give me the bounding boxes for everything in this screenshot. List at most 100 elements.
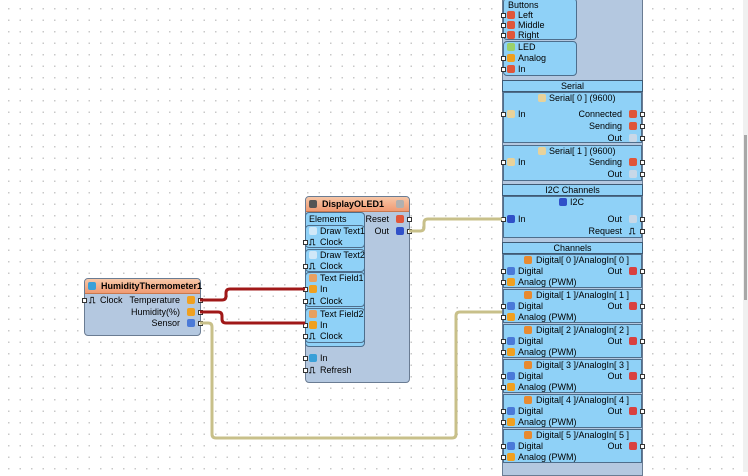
clock-in-pin[interactable]	[82, 298, 87, 303]
channel-input-analog: Analog (PWM)	[518, 312, 577, 322]
output-temperature: Temperature	[129, 295, 180, 305]
channel-input-pin[interactable]	[501, 339, 506, 344]
channel-input-pin[interactable]	[501, 420, 506, 425]
wire-temperature[interactable]	[200, 287, 305, 302]
channel-input-digital: Digital	[518, 336, 544, 346]
pin-icon	[629, 110, 637, 118]
channel-out-pin[interactable]	[640, 444, 645, 449]
channel-out-pin[interactable]	[640, 339, 645, 344]
channel-out-pin[interactable]	[640, 304, 645, 309]
channel-input-pin[interactable]	[501, 315, 506, 320]
led-pin-label: In	[518, 64, 526, 74]
i2c-out-pin[interactable]	[640, 217, 645, 222]
button-left: Left	[518, 10, 534, 20]
analog-icon	[507, 278, 515, 286]
humidity-thermometer-component[interactable]: HumidityThermometer1	[84, 278, 202, 336]
i2c-header: I2C Channels	[502, 184, 643, 196]
button-pin[interactable]	[501, 23, 506, 28]
button-pin[interactable]	[501, 33, 506, 38]
vertical-scrollbar[interactable]	[743, 0, 748, 472]
element-title: Draw Text1	[320, 226, 365, 236]
serial-out-pin[interactable]	[640, 160, 645, 165]
channel-out-pin[interactable]	[640, 409, 645, 414]
channel-input-pin[interactable]	[501, 269, 506, 274]
element-pin[interactable]	[303, 240, 308, 245]
serial-in-pin[interactable]	[501, 112, 506, 117]
analog-icon	[309, 285, 317, 293]
channel-out-pin[interactable]	[640, 269, 645, 274]
clock-icon: ⎍	[309, 365, 316, 375]
element-0[interactable]	[305, 225, 365, 248]
tools-icon	[396, 200, 404, 208]
channel-input-digital: Digital	[518, 441, 544, 451]
wire-i2c[interactable]	[409, 217, 502, 233]
channel-icon	[524, 431, 532, 439]
element-pin-clock: Clock	[320, 260, 343, 271]
element-pin[interactable]	[303, 334, 308, 339]
serial-icon	[538, 147, 546, 155]
wire-sensor[interactable]	[200, 310, 502, 440]
channel-title: Digital[ 4 ]/AnalogIn[ 4 ]	[536, 395, 630, 405]
text-field-icon	[309, 309, 317, 318]
i2c-title: I2C	[570, 197, 585, 207]
i2c-out-pin[interactable]	[640, 229, 645, 234]
channel-title: Digital[ 5 ]/AnalogIn[ 5 ]	[536, 430, 630, 440]
clock-icon: ⎍	[309, 331, 316, 341]
out-icon	[629, 442, 637, 450]
digital-icon	[507, 372, 515, 380]
clock-icon: ⎍	[309, 260, 316, 271]
digital-icon	[507, 337, 515, 345]
serial-icon	[507, 158, 515, 166]
oled-in-pin[interactable]	[303, 356, 308, 361]
channel-input-pin[interactable]	[501, 385, 506, 390]
channel-input-pin[interactable]	[501, 280, 506, 285]
element-title: Text Field2	[320, 308, 364, 319]
led-pin[interactable]	[501, 56, 506, 61]
pin-icon	[396, 227, 404, 235]
oled-input-refresh: Refresh	[320, 365, 352, 375]
channel-input-pin[interactable]	[501, 409, 506, 414]
element-1[interactable]	[305, 248, 365, 272]
digital-icon	[507, 11, 515, 19]
serial-header: Serial	[502, 80, 643, 92]
button-middle: Middle	[518, 20, 545, 30]
text-icon	[309, 227, 317, 235]
serial-out-pin[interactable]	[640, 112, 645, 117]
button-pin[interactable]	[501, 13, 506, 18]
i2c-output-out: Out	[607, 214, 622, 224]
channel-input-pin[interactable]	[501, 350, 506, 355]
element-pin[interactable]	[303, 322, 308, 328]
output-humidity: Humidity(%)	[130, 306, 180, 317]
serial-out-pin[interactable]	[640, 124, 645, 129]
oled-in-pin[interactable]	[303, 368, 308, 373]
channel-icon	[524, 326, 532, 334]
element-pin[interactable]	[303, 263, 308, 269]
display-icon	[309, 200, 317, 208]
serial-out-pin[interactable]	[640, 136, 645, 141]
channel-title: Digital[ 3 ]/AnalogIn[ 3 ]	[536, 360, 630, 370]
wire-humidity[interactable]	[200, 310, 305, 325]
channel-out-pin[interactable]	[640, 374, 645, 379]
scrollbar-thumb[interactable]	[744, 135, 747, 300]
pin-icon	[629, 122, 637, 130]
channel-title: Digital[ 2 ]/AnalogIn[ 2 ]	[536, 325, 630, 335]
channel-input-digital: Digital	[518, 371, 544, 381]
element-pin-in: In	[320, 319, 328, 330]
led-pin[interactable]	[501, 67, 506, 72]
channel-output: Out	[607, 406, 622, 416]
channel-input-pin[interactable]	[501, 455, 506, 460]
serial-in-pin[interactable]	[501, 160, 506, 165]
element-pin[interactable]	[303, 298, 308, 304]
oled-out-pin[interactable]	[407, 217, 412, 222]
channel-input-pin[interactable]	[501, 444, 506, 449]
element-pin-clock: Clock	[320, 237, 343, 247]
serial-out-pin[interactable]	[640, 172, 645, 177]
element-title: Text Field1	[320, 273, 364, 283]
pin-icon	[396, 215, 404, 223]
channel-input-pin[interactable]	[501, 374, 506, 379]
analog-icon	[507, 383, 515, 391]
channel-input-pin[interactable]	[501, 304, 506, 309]
analog-icon	[507, 418, 515, 426]
serial-output-out: Out	[607, 169, 622, 179]
